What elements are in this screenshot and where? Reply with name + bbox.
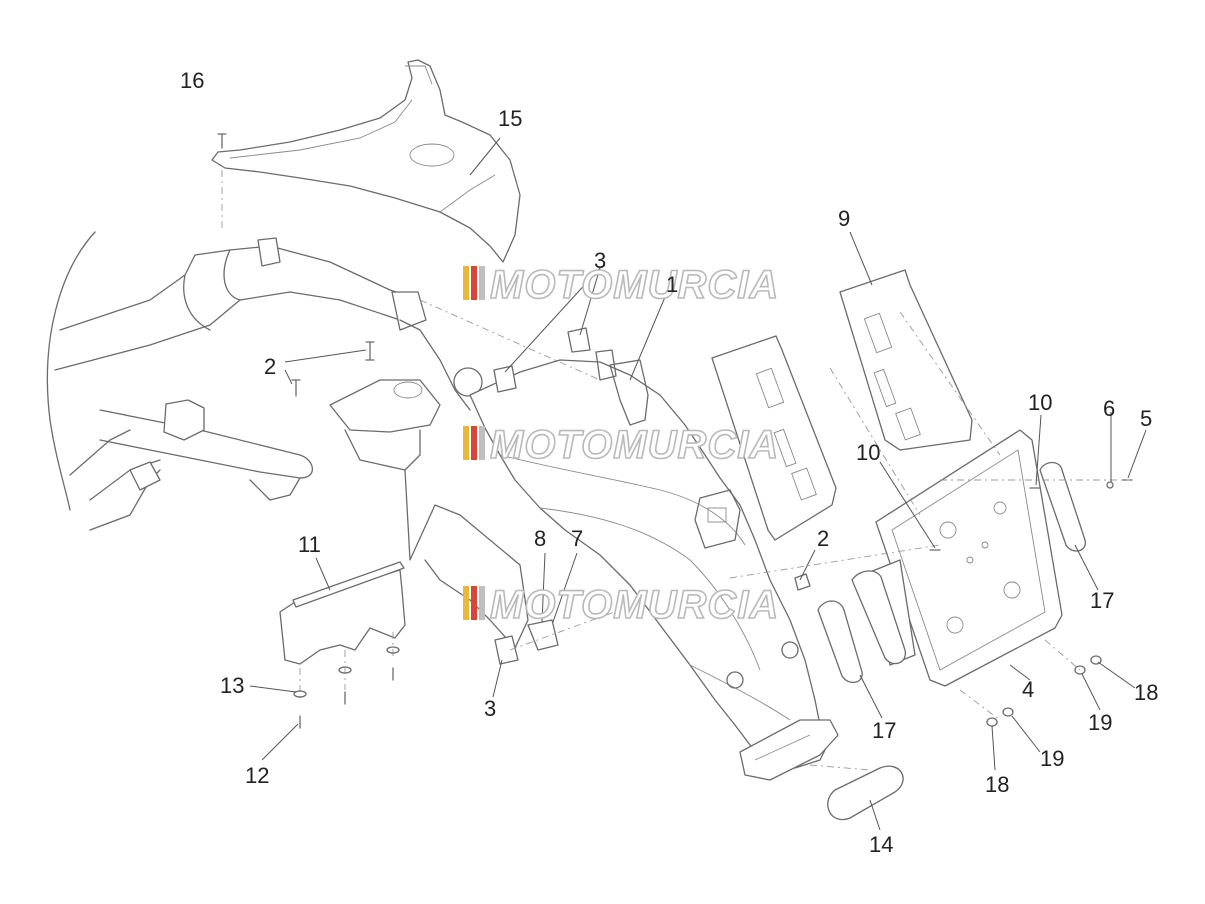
callout-3-bottom: 3 — [484, 696, 496, 721]
callout-10-right: 10 — [1028, 390, 1052, 415]
callout-3-top: 3 — [594, 248, 606, 273]
callout-17-right: 17 — [1090, 588, 1114, 613]
callout-2-right: 2 — [817, 526, 829, 551]
callout-7: 7 — [571, 526, 583, 551]
part-9-plate-lower — [711, 335, 837, 541]
part-3-nut-lower — [494, 635, 519, 665]
part-15-handle-cover — [211, 59, 521, 263]
part-16-screw — [217, 133, 227, 232]
callout-1: 1 — [666, 272, 678, 297]
callout-2-left: 2 — [264, 354, 276, 379]
callout-13: 13 — [220, 673, 244, 698]
callout-12: 12 — [245, 763, 269, 788]
part-12-screws — [299, 667, 394, 729]
part-9-plate-upper — [839, 269, 973, 451]
part-17-pad-right — [1039, 461, 1086, 552]
watermark-middle: MOTOMURCIA — [463, 422, 779, 468]
svg-text:MOTOMURCIA: MOTOMURCIA — [490, 583, 779, 627]
callout-15: 15 — [498, 106, 522, 131]
part-1-mudguard — [469, 349, 839, 781]
part-3-nut-upper — [493, 327, 591, 393]
callout-5: 5 — [1140, 406, 1152, 431]
callout-11: 11 — [298, 532, 321, 557]
callout-9: 9 — [838, 206, 850, 231]
callout-6: 6 — [1103, 396, 1115, 421]
callout-4: 4 — [1022, 677, 1034, 702]
svg-text:MOTOMURCIA: MOTOMURCIA — [490, 263, 779, 307]
leader-lines — [249, 137, 1147, 831]
part-11-flap — [279, 561, 406, 700]
callout-16: 16 — [180, 68, 204, 93]
callout-18-right: 18 — [1134, 680, 1158, 705]
watermark-bottom: MOTOMURCIA — [463, 582, 779, 628]
watermark-top: MOTOMURCIA — [463, 262, 779, 308]
callout-19-left: 19 — [1040, 746, 1064, 771]
assembly-lines — [419, 299, 1130, 721]
callout-18-left: 18 — [985, 772, 1009, 797]
svg-text:MOTOMURCIA: MOTOMURCIA — [490, 423, 779, 467]
part-17-pad-left — [817, 570, 906, 683]
callouts: 16 15 3 2 9 10 6 5 10 1 8 7 2 11 13 12 3… — [180, 68, 1158, 857]
part-8-clip — [527, 619, 559, 651]
part-14-reflector — [809, 764, 904, 821]
callout-14: 14 — [869, 832, 893, 857]
callout-8: 8 — [534, 526, 546, 551]
callout-19-right: 19 — [1088, 710, 1112, 735]
callout-17-left: 17 — [872, 718, 896, 743]
callout-10-left: 10 — [856, 440, 880, 465]
rear-frame — [46, 231, 529, 649]
part-13-washers — [293, 646, 400, 698]
